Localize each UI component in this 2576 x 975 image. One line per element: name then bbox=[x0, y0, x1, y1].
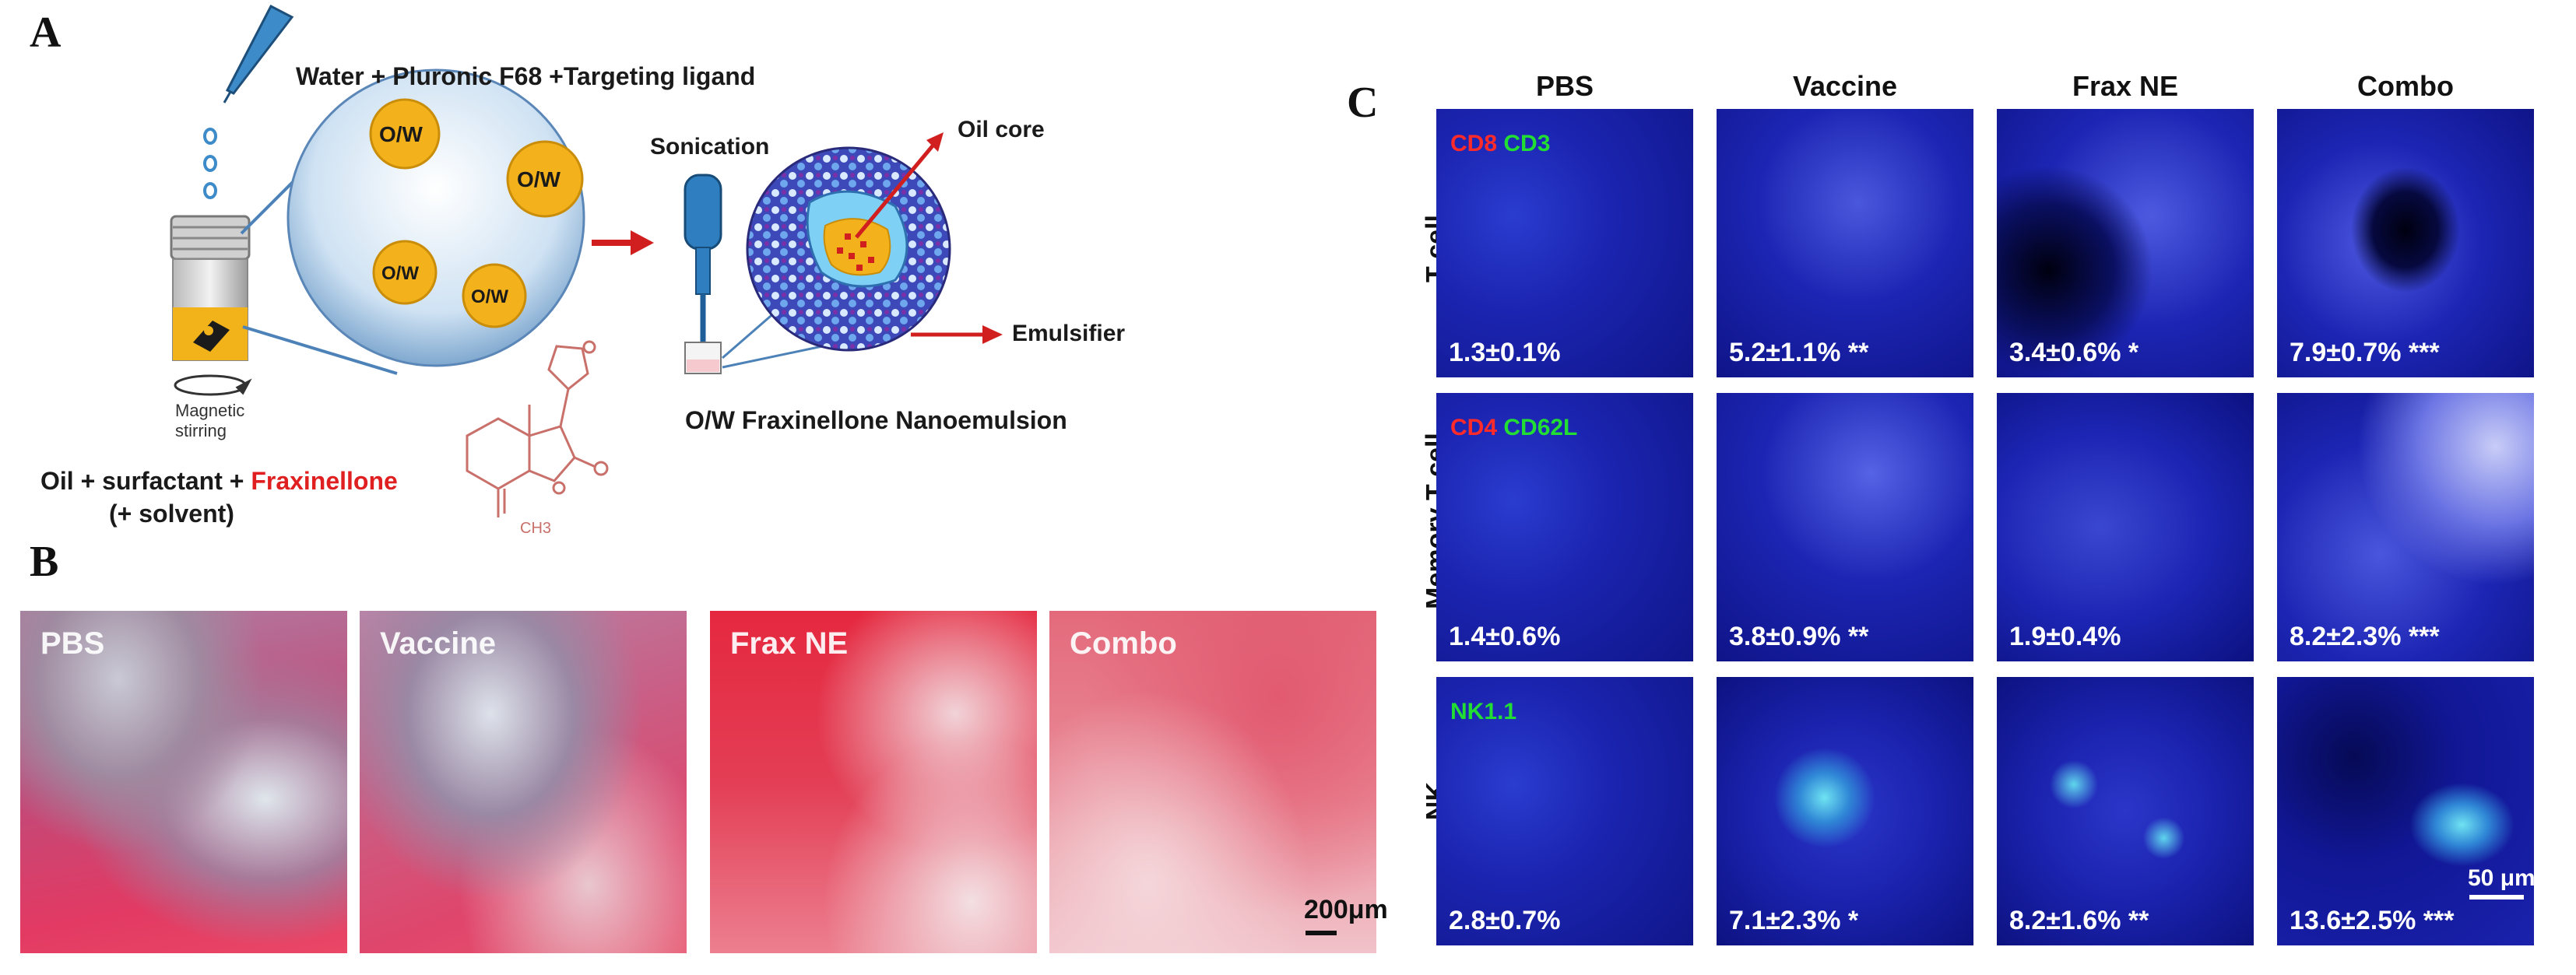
solvent-label: (+ solvent) bbox=[109, 500, 234, 528]
drops-icon bbox=[203, 128, 217, 199]
percentage-value: 1.4±0.6% bbox=[1449, 622, 1561, 651]
droplet-label: O/W bbox=[379, 122, 423, 146]
droplet-label: O/W bbox=[381, 263, 419, 284]
scale-bar-b bbox=[1306, 931, 1337, 935]
stain-markers: NK1.1 bbox=[1450, 699, 1517, 724]
methyl-label: CH3 bbox=[520, 520, 552, 537]
oil-core-arrow-icon bbox=[855, 132, 944, 239]
percentage-value: 1.9±0.4% bbox=[2009, 622, 2121, 651]
column-header: Combo bbox=[2357, 70, 2454, 102]
nanoemulsion-schematic bbox=[170, 4, 1003, 517]
percentage-value: 1.3±0.1% bbox=[1449, 338, 1561, 367]
aqueous-phase-label: Water + Pluronic F68 +Targeting ligand bbox=[296, 62, 756, 90]
fluorescence-tile: 13.6±2.5% *** bbox=[2277, 677, 2534, 945]
tumor-photo-label: Combo bbox=[1070, 626, 1177, 661]
tumor-photo-vaccine: Vaccine bbox=[360, 611, 687, 953]
stain-markers: CD4 CD62L bbox=[1450, 415, 1578, 440]
fluorescence-tile: 1.9±0.4% bbox=[1997, 393, 2254, 661]
fluorescence-tile: 8.2±1.6% ** bbox=[1997, 677, 2254, 945]
oil-droplets bbox=[369, 98, 584, 328]
scale-bar-label-b: 200μm bbox=[1304, 895, 1388, 924]
scale-bar-c bbox=[2469, 895, 2524, 900]
pipette-icon bbox=[223, 4, 294, 103]
tumor-photo-frax-ne: Frax NE bbox=[710, 611, 1037, 953]
percentage-value: 3.4±0.6% * bbox=[2009, 338, 2139, 367]
nanoparticle-icon bbox=[746, 146, 951, 352]
nanoemulsion-label: O/W Fraxinellone Nanoemulsion bbox=[685, 406, 1067, 434]
tumor-photo-label: Frax NE bbox=[730, 626, 849, 661]
tumor-photo-pbs: PBS bbox=[20, 611, 347, 953]
percentage-value: 7.9±0.7% *** bbox=[2290, 338, 2440, 367]
panel-label-a: A bbox=[30, 9, 62, 57]
vial-icon bbox=[170, 215, 251, 361]
stain-markers: CD8 CD3 bbox=[1450, 131, 1551, 156]
scale-bar-label-c: 50 μm bbox=[2468, 865, 2536, 891]
fraxinellone-label: Fraxinellone bbox=[251, 467, 398, 495]
percentage-value: 2.8±0.7% bbox=[1449, 906, 1561, 935]
column-header: Vaccine bbox=[1792, 70, 1898, 102]
panel-label-c: C bbox=[1347, 79, 1379, 127]
oil-core-label: Oil core bbox=[958, 117, 1045, 142]
droplet-label: O/W bbox=[471, 286, 508, 307]
sonication-label: Sonication bbox=[650, 134, 770, 160]
percentage-value: 8.2±1.6% ** bbox=[2009, 906, 2149, 935]
fluorescence-tile: NK1.1 2.8±0.7% bbox=[1436, 677, 1693, 945]
emulsifier-arrow-icon bbox=[911, 325, 1003, 344]
tumor-photo-combo: Combo bbox=[1049, 611, 1376, 953]
fluorescence-tile: CD4 CD62L 1.4±0.6% bbox=[1436, 393, 1693, 661]
process-arrow-icon bbox=[592, 230, 654, 255]
emulsifier-label: Emulsifier bbox=[1012, 321, 1126, 346]
sonicator-icon bbox=[684, 174, 722, 374]
percentage-value: 3.8±0.9% ** bbox=[1729, 622, 1869, 651]
stirring-arrow-icon bbox=[174, 374, 252, 396]
oil-phase-label: Oil + surfactant + Fraxinellone bbox=[40, 467, 398, 495]
fraxinellone-structure bbox=[466, 345, 596, 517]
fluorescence-tile: 8.2±2.3% *** bbox=[2277, 393, 2534, 661]
droplet-label: O/W bbox=[517, 167, 561, 191]
tumor-photo-label: Vaccine bbox=[380, 626, 497, 661]
fluorescence-tile: 3.8±0.9% ** bbox=[1717, 393, 1973, 661]
emulsion-circle bbox=[286, 68, 585, 367]
percentage-value: 8.2±2.3% *** bbox=[2290, 622, 2440, 651]
percentage-value: 13.6±2.5% *** bbox=[2290, 906, 2455, 935]
fluorescence-tile: CD8 CD3 1.3±0.1% bbox=[1436, 109, 1693, 377]
panel-label-b: B bbox=[30, 538, 59, 586]
column-header: PBS bbox=[1535, 70, 1594, 102]
percentage-value: 5.2±1.1% ** bbox=[1729, 338, 1869, 367]
fluorescence-tile: 7.1±2.3% * bbox=[1717, 677, 1973, 945]
fluorescence-tile: 7.9±0.7% *** bbox=[2277, 109, 2534, 377]
fluorescence-tile: 3.4±0.6% * bbox=[1997, 109, 2254, 377]
tumor-photo-label: PBS bbox=[40, 626, 105, 661]
fluorescence-tile: 5.2±1.1% ** bbox=[1717, 109, 1973, 377]
percentage-value: 7.1±2.3% * bbox=[1729, 906, 1859, 935]
column-header: Frax NE bbox=[2072, 70, 2179, 102]
